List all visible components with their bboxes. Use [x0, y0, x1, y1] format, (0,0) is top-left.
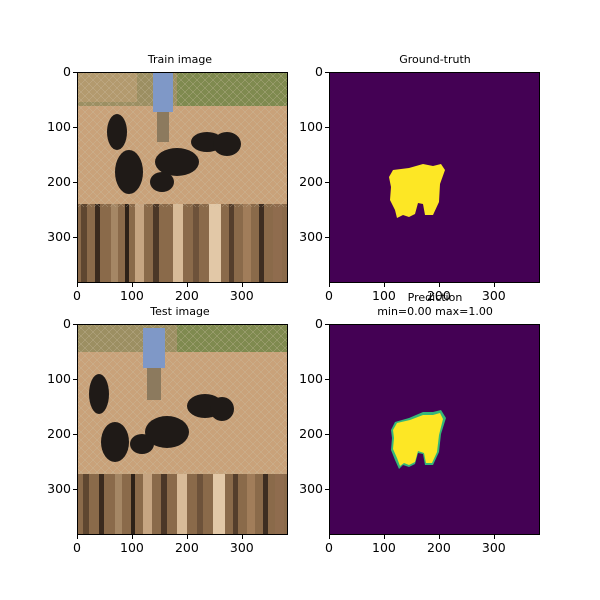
pred-x-tick-label: 0	[325, 540, 333, 555]
stripe-texture	[77, 474, 288, 535]
gt-x-tick-mark	[383, 283, 385, 287]
pred-x-tick-mark	[329, 535, 330, 539]
test-y-tick-mark	[73, 433, 77, 435]
test-y-tick-mark	[73, 378, 77, 380]
pred-y-tick-mark	[325, 378, 329, 380]
test-x-tick-mark	[241, 535, 243, 539]
prediction-chimp-shape	[393, 413, 443, 466]
gt-x-tick-label: 300	[481, 288, 506, 303]
gt-y-tick-label: 200	[299, 173, 323, 189]
test-image-panel	[77, 324, 288, 535]
test-y-tick-mark	[73, 488, 77, 490]
gt-axes-frame	[329, 72, 540, 283]
prediction-title: Prediction	[407, 291, 463, 304]
ground-truth-chimp-shape	[389, 164, 445, 218]
train-x-tick-label: 200	[174, 288, 199, 303]
test-x-tick-label: 0	[73, 540, 81, 555]
pred-x-tick-mark	[438, 535, 440, 539]
test-x-tick-mark	[77, 535, 78, 539]
pred-x-tick-mark	[383, 535, 385, 539]
test-x-tick-mark	[131, 535, 133, 539]
test-y-tick-label: 300	[47, 480, 71, 496]
test-y-tick-mark	[73, 324, 77, 325]
train-y-tick-mark	[73, 126, 77, 128]
train-x-tick-mark	[241, 283, 243, 287]
train-y-tick-label: 200	[47, 173, 71, 189]
prediction-subtitle: min=0.00 max=1.00	[377, 305, 493, 318]
train-image-panel	[77, 72, 288, 283]
train-x-tick-label: 300	[229, 288, 254, 303]
stripe-texture	[77, 204, 288, 283]
gt-x-tick-mark	[493, 283, 495, 287]
train-axes-frame	[77, 72, 288, 283]
gt-y-tick-mark	[325, 72, 329, 73]
gt-x-tick-label: 100	[372, 288, 396, 303]
gt-y-tick-label: 100	[299, 118, 323, 134]
train-y-tick-mark	[73, 236, 77, 238]
pred-y-tick-label: 0	[315, 316, 323, 331]
pred-y-tick-mark	[325, 488, 329, 490]
pred-y-tick-label: 200	[299, 425, 323, 441]
pred-y-tick-label: 300	[299, 480, 323, 496]
gt-x-tick-label: 0	[325, 288, 333, 303]
test-y-tick-label: 200	[47, 425, 71, 441]
test-y-tick-label: 0	[63, 316, 71, 331]
gt-y-tick-mark	[325, 181, 329, 183]
train-x-tick-mark	[77, 283, 78, 287]
train-x-tick-label: 0	[73, 288, 81, 303]
train-y-tick-label: 0	[63, 64, 71, 79]
gt-y-tick-label: 0	[315, 64, 323, 79]
train-y-tick-label: 300	[47, 228, 71, 244]
ground-truth-title: Ground-truth	[399, 53, 471, 66]
pred-axes-frame	[329, 324, 540, 535]
train-x-tick-mark	[131, 283, 133, 287]
gt-x-tick-label: 200	[426, 288, 451, 303]
gt-x-tick-mark	[438, 283, 440, 287]
train-y-tick-mark	[73, 181, 77, 183]
pred-x-tick-label: 300	[481, 540, 506, 555]
test-x-tick-label: 200	[174, 540, 199, 555]
gt-y-tick-mark	[325, 126, 329, 128]
train-x-tick-label: 100	[120, 288, 144, 303]
test-x-tick-mark	[186, 535, 188, 539]
pred-y-tick-label: 100	[299, 370, 323, 386]
train-image-title: Train image	[147, 53, 213, 66]
prediction-mask	[329, 324, 540, 535]
test-axes-frame	[77, 324, 288, 535]
gt-y-tick-mark	[325, 236, 329, 238]
pred-x-tick-label: 200	[426, 540, 451, 555]
train-x-tick-mark	[186, 283, 188, 287]
pred-y-tick-mark	[325, 433, 329, 435]
pred-y-tick-mark	[325, 324, 329, 325]
train-y-tick-mark	[73, 72, 77, 73]
test-x-tick-label: 300	[229, 540, 254, 555]
test-y-tick-label: 100	[47, 370, 71, 386]
ground-truth-mask	[329, 72, 540, 283]
test-image-title: Test image	[150, 305, 210, 318]
pred-x-tick-label: 100	[372, 540, 396, 555]
test-x-tick-label: 100	[120, 540, 144, 555]
gt-x-tick-mark	[329, 283, 330, 287]
pred-x-tick-mark	[493, 535, 495, 539]
train-y-tick-label: 100	[47, 118, 71, 134]
gt-y-tick-label: 300	[299, 228, 323, 244]
